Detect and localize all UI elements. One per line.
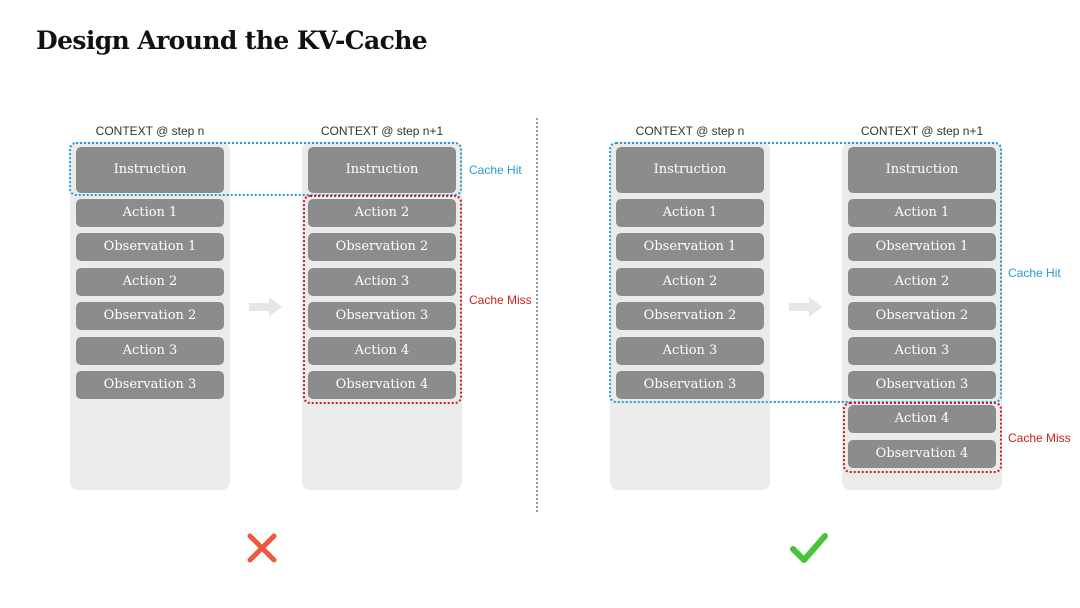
right-arrow-icon: [249, 297, 282, 317]
right-arrow-icon: [789, 297, 822, 317]
context-block: Action 4: [848, 405, 996, 433]
context-block: Observation 1: [616, 233, 764, 261]
context-step-n1-panel: Instruction Action 1 Observation 1 Actio…: [842, 142, 1002, 490]
context-block: Observation 3: [76, 371, 224, 399]
context-block: Observation 4: [308, 371, 456, 399]
context-step-n1-label: CONTEXT @ step n+1: [320, 124, 444, 138]
context-block: Action 2: [616, 268, 764, 296]
cache-miss-outline: [843, 402, 1002, 473]
context-block: Action 1: [848, 199, 996, 227]
context-block: Instruction: [76, 147, 224, 193]
context-block: Action 2: [76, 268, 224, 296]
context-step-n-panel: Instruction Action 1 Observation 1 Actio…: [70, 142, 230, 490]
cross-icon: [247, 533, 277, 563]
context-block: Observation 3: [848, 371, 996, 399]
context-block: Observation 1: [76, 233, 224, 261]
check-icon: [790, 533, 828, 563]
context-block: Observation 4: [848, 440, 996, 468]
section-divider: [536, 118, 538, 512]
cache-hit-outline: [69, 142, 462, 196]
cache-miss-label: Cache Miss: [469, 293, 532, 307]
cache-miss-outline: [303, 195, 462, 404]
context-block: Action 3: [848, 337, 996, 365]
context-block: Observation 2: [76, 302, 224, 330]
context-block: Instruction: [308, 147, 456, 193]
context-step-n-label: CONTEXT @ step n: [635, 124, 745, 138]
context-block: Action 3: [76, 337, 224, 365]
context-step-n1-panel: Instruction Action 2 Observation 2 Actio…: [302, 142, 462, 490]
page-title: Design Around the KV-Cache: [36, 26, 428, 55]
context-block: Action 1: [616, 199, 764, 227]
cache-hit-label: Cache Hit: [1008, 266, 1061, 280]
context-block: Observation 2: [848, 302, 996, 330]
context-block: Action 2: [308, 199, 456, 227]
cache-hit-outline: [609, 142, 1002, 403]
context-block: Observation 2: [616, 302, 764, 330]
context-block: Action 1: [76, 199, 224, 227]
context-block: Observation 3: [308, 302, 456, 330]
context-block: Instruction: [848, 147, 996, 193]
context-block: Observation 1: [848, 233, 996, 261]
context-block: Action 3: [308, 268, 456, 296]
context-block: Observation 2: [308, 233, 456, 261]
context-step-n-panel: Instruction Action 1 Observation 1 Actio…: [610, 142, 770, 490]
context-step-n-label: CONTEXT @ step n: [95, 124, 205, 138]
context-block: Observation 3: [616, 371, 764, 399]
context-block: Action 4: [308, 337, 456, 365]
context-block: Action 3: [616, 337, 764, 365]
context-block: Action 2: [848, 268, 996, 296]
context-block: Instruction: [616, 147, 764, 193]
context-step-n1-label: CONTEXT @ step n+1: [860, 124, 984, 138]
cache-hit-label: Cache Hit: [469, 163, 522, 177]
cache-miss-label: Cache Miss: [1008, 431, 1071, 445]
